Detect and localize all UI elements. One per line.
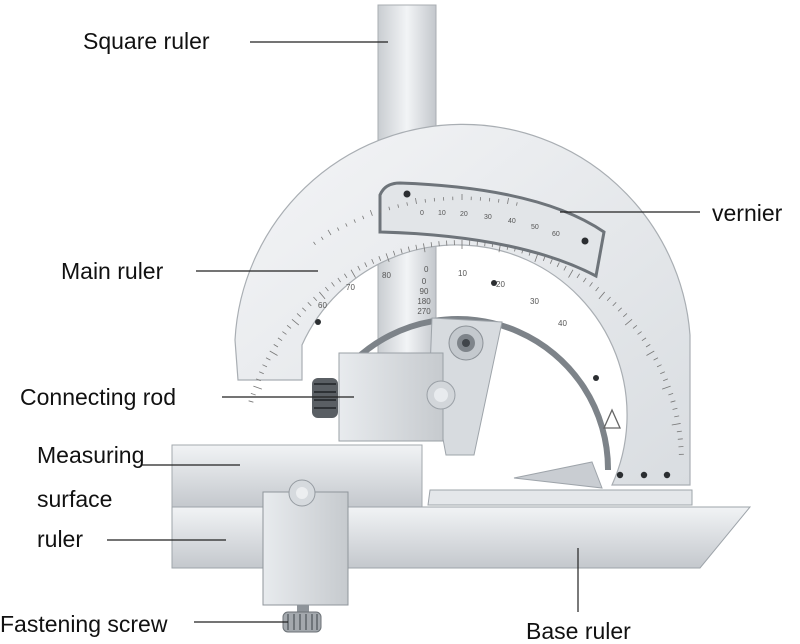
connecting-rod-bolt <box>427 381 455 409</box>
base-wedge <box>514 462 602 488</box>
main-ruler-tick <box>253 386 261 389</box>
main-ruler-tick <box>678 439 683 440</box>
vernier-label-30: 30 <box>484 214 492 221</box>
label-fastening-screw: Fastening screw <box>0 613 167 636</box>
main-tick-label-40: 40 <box>558 319 567 328</box>
base-ruler <box>172 507 750 568</box>
vernier-label-0: 0 <box>420 210 424 217</box>
label-vernier: vernier <box>712 202 782 225</box>
fastening-clamp-block <box>263 492 348 605</box>
label-measuring-surface-line2: surface <box>37 477 144 521</box>
label-square-ruler: Square ruler <box>83 30 210 53</box>
connecting-rod-knob <box>312 378 338 418</box>
warning-triangle-icon <box>604 410 620 428</box>
base-ruler-top-edge <box>428 490 692 505</box>
vernier-label-50: 50 <box>531 224 539 231</box>
label-measuring-surface: Measuring surface <box>37 433 144 521</box>
vernier-label-20: 20 <box>460 211 468 218</box>
label-ruler: ruler <box>37 528 83 551</box>
main-tick-label-70: 70 <box>346 283 355 292</box>
main-tick-label-60: 60 <box>318 301 327 310</box>
vernier-label-10: 10 <box>438 210 446 217</box>
main-tick-label-10: 10 <box>458 269 467 278</box>
pivot-screw <box>449 326 483 360</box>
clamp-top-bolt <box>289 480 315 506</box>
center-label-0: 0 <box>422 277 427 286</box>
main-tick-label-20: 20 <box>496 280 505 289</box>
center-label-180: 180 <box>417 297 431 306</box>
center-label-270: 270 <box>417 307 431 316</box>
main-ruler-tick <box>249 401 254 402</box>
fastening-screw-knob <box>283 605 321 632</box>
vernier-label-40: 40 <box>508 218 516 225</box>
center-label-90: 90 <box>420 287 429 296</box>
label-measuring-surface-line1: Measuring <box>37 433 144 477</box>
main-tick-label-80: 80 <box>382 271 391 280</box>
vernier-label-60: 60 <box>552 231 560 238</box>
main-ruler-tick <box>439 241 440 246</box>
label-main-ruler: Main ruler <box>61 260 163 283</box>
label-connecting-rod: Connecting rod <box>20 386 176 409</box>
main-tick-label-0: 0 <box>424 265 429 274</box>
label-base-ruler: Base ruler <box>526 620 631 643</box>
main-tick-label-30: 30 <box>530 297 539 306</box>
main-ruler-tick <box>251 393 256 395</box>
